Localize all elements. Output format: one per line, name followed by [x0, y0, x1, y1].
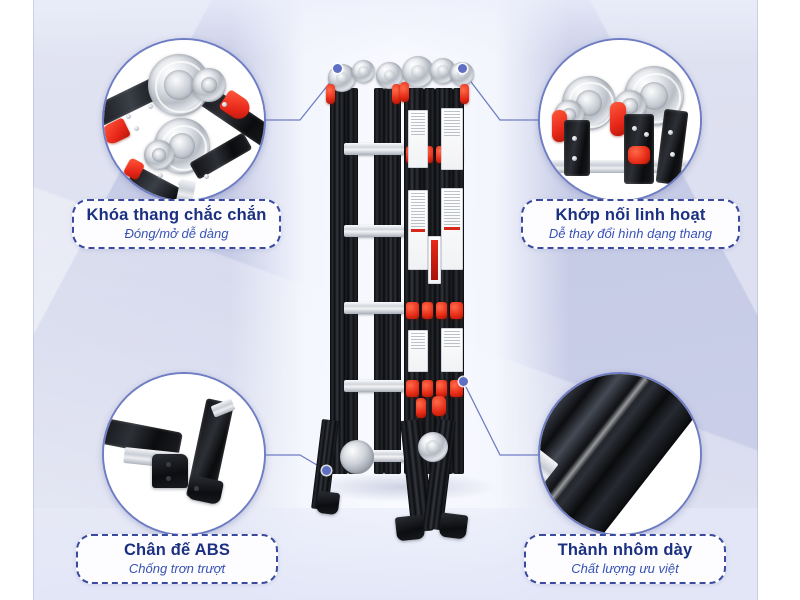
panel-right-edge	[757, 0, 758, 600]
feature-title-joint: Khớp nối linh hoạt	[555, 206, 706, 225]
feature-label-foot[interactable]: Chân đế ABS Chống trơn trượt	[76, 534, 278, 584]
feature-subtitle-rail: Chất lượng ưu việt	[571, 561, 679, 577]
panel-left-edge	[33, 0, 34, 600]
connector-line-joint	[461, 69, 539, 121]
feature-photo-rail[interactable]	[538, 372, 702, 536]
feature-photo-foot[interactable]	[102, 372, 266, 536]
feature-label-joint[interactable]: Khớp nối linh hoạt Dễ thay đổi hình dạng…	[521, 199, 740, 249]
feature-photo-joint[interactable]	[538, 38, 702, 202]
feature-title-lock: Khóa thang chắc chắn	[86, 206, 267, 225]
anchor-dot-foot	[322, 466, 331, 475]
feature-subtitle-foot: Chống trơn trượt	[128, 561, 226, 577]
feature-subtitle-lock: Đóng/mở dễ dàng	[124, 226, 229, 242]
feature-title-rail: Thành nhôm dày	[557, 541, 693, 560]
feature-label-rail[interactable]: Thành nhôm dày Chất lượng ưu việt	[524, 534, 726, 584]
anchor-dot-joint	[458, 64, 467, 73]
photo-aluminum-rail	[540, 374, 700, 534]
feature-title-foot: Chân đế ABS	[123, 541, 231, 560]
anchor-dot-lock	[333, 64, 342, 73]
product-image-ladder	[300, 40, 500, 542]
anchor-dot-rail	[459, 377, 468, 386]
photo-abs-foot	[104, 374, 264, 534]
photo-hinge-lock	[104, 40, 264, 200]
photo-articulating-joint	[540, 40, 700, 200]
feature-label-lock[interactable]: Khóa thang chắc chắn Đóng/mở dễ dàng	[72, 199, 281, 249]
feature-photo-lock[interactable]	[102, 38, 266, 202]
connector-line-rail	[462, 380, 539, 456]
feature-subtitle-joint: Dễ thay đổi hình dạng thang	[548, 226, 713, 242]
